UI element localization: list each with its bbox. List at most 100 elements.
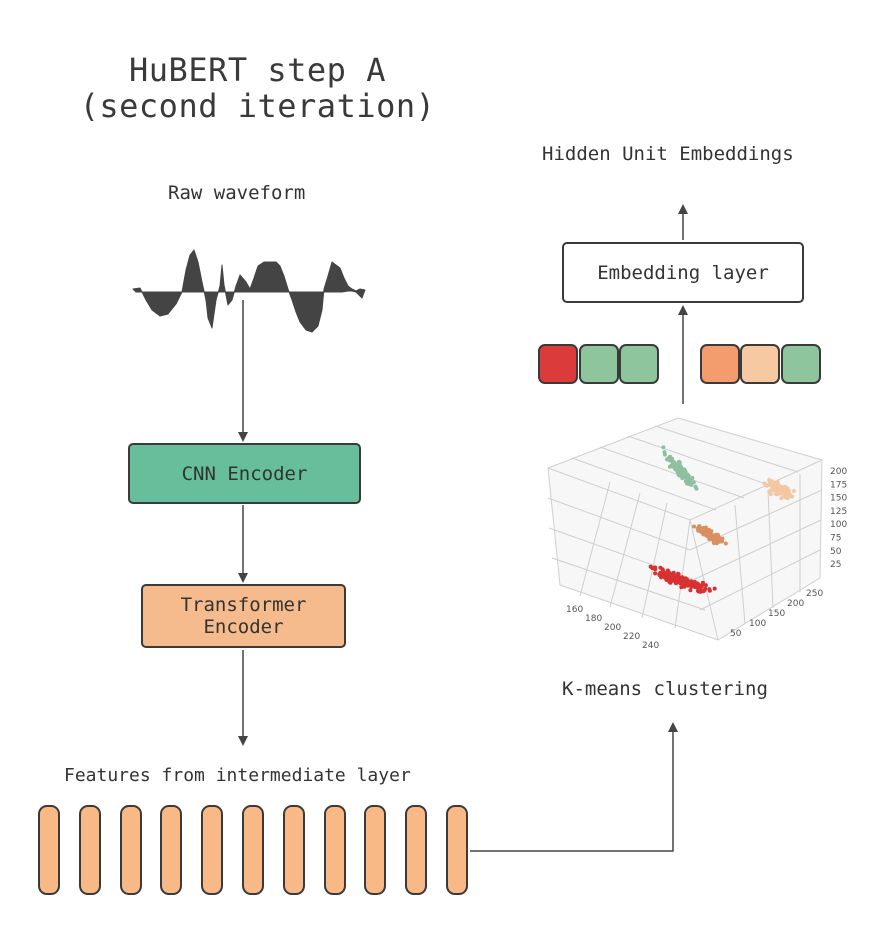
cluster-point	[680, 575, 684, 580]
cluster-point	[707, 587, 712, 592]
unit-token-peach	[740, 344, 780, 384]
z-tick-label: 100	[830, 520, 847, 530]
y-tick-label: 150	[768, 609, 785, 619]
kmeans-label: K-means clustering	[562, 678, 768, 700]
cluster-point	[700, 580, 705, 585]
cluster-point	[661, 445, 666, 450]
plot-tick-labels: 2001751501251007550251601802002202402502…	[566, 467, 847, 651]
cluster-point	[773, 491, 778, 496]
cluster-point	[720, 536, 725, 541]
cluster-point	[768, 482, 772, 487]
cluster-points	[648, 445, 796, 594]
cnn-encoder-label: CNN Encoder	[181, 462, 308, 485]
cluster-point	[660, 571, 665, 576]
cluster-point	[668, 571, 672, 576]
unit-token-light-green	[781, 344, 821, 384]
cluster-point	[786, 488, 791, 493]
x-tick-label: 180	[585, 614, 602, 624]
features-label: Features from intermediate layer	[64, 765, 411, 786]
cluster-point	[783, 484, 788, 489]
transformer-label-line-2: Encoder	[203, 616, 284, 638]
cluster-point	[780, 491, 784, 496]
title-line-2: (second iteration)	[79, 87, 436, 125]
x-tick-label: 240	[642, 641, 659, 651]
cluster-point	[770, 479, 775, 484]
cluster-point	[702, 587, 707, 592]
feature-vector	[282, 805, 305, 895]
cluster-point	[791, 489, 796, 493]
cluster-point	[692, 524, 696, 529]
z-tick-label: 150	[830, 494, 847, 504]
cluster-point	[677, 459, 681, 464]
cluster-point	[685, 478, 690, 483]
feature-vector	[119, 805, 142, 895]
hidden-unit-embeddings-label: Hidden Unit Embeddings	[542, 143, 794, 165]
y-tick-label: 250	[806, 589, 823, 599]
feature-vector	[38, 805, 60, 895]
z-tick-label: 50	[830, 547, 842, 557]
cluster-point	[653, 571, 658, 576]
cluster-point	[775, 480, 780, 485]
z-tick-label: 175	[830, 480, 847, 490]
cluster-point	[685, 473, 690, 478]
z-tick-label: 75	[830, 534, 841, 544]
unit-token-light-green	[619, 344, 659, 384]
feature-vector	[78, 805, 101, 895]
cluster-point	[668, 464, 673, 469]
arrow-features-to-kmeans	[470, 722, 678, 852]
cluster-point	[692, 579, 697, 584]
transformer-label-line-1: Transformer	[180, 594, 307, 616]
waveform-shape	[132, 249, 366, 333]
cluster-point	[702, 530, 707, 535]
cluster-point	[667, 457, 672, 462]
cluster-point	[681, 584, 686, 589]
cluster-point	[668, 579, 673, 583]
cluster-point	[772, 486, 777, 491]
cnn-encoder-box: CNN Encoder	[128, 443, 361, 504]
cluster-point	[705, 532, 710, 537]
cluster-point	[699, 584, 704, 589]
diagram-title: HuBERT step A (second iteration)	[40, 52, 475, 124]
cluster-point	[783, 495, 788, 500]
cluster-point	[679, 469, 684, 474]
cluster-point	[790, 494, 795, 499]
cluster-point	[714, 541, 719, 546]
unit-token-red	[538, 344, 578, 384]
feature-vector	[405, 805, 428, 895]
cluster-point	[675, 577, 679, 582]
feature-vector	[201, 805, 224, 895]
cluster-point	[648, 564, 653, 569]
transformer-encoder-box: Transformer Encoder	[141, 584, 346, 648]
cluster-point	[697, 525, 702, 530]
cluster-point	[723, 541, 728, 546]
cluster-point	[716, 537, 720, 542]
title-line-1: HuBERT step A	[129, 51, 386, 89]
cluster-point	[762, 481, 767, 486]
unit-token-salmon	[700, 344, 740, 384]
y-tick-label: 200	[787, 599, 804, 609]
cluster-point	[694, 486, 699, 491]
z-tick-label: 25	[830, 560, 841, 570]
kmeans-3d-plot	[547, 417, 823, 641]
cluster-point	[787, 492, 792, 496]
feature-vector	[160, 805, 183, 895]
cluster-point	[768, 488, 773, 493]
x-tick-label: 160	[566, 605, 583, 615]
unit-token-light-green	[579, 344, 619, 384]
cluster-point	[671, 572, 676, 577]
x-tick-label: 220	[623, 632, 640, 642]
feature-vector	[323, 805, 346, 895]
cluster-point	[779, 496, 784, 501]
cluster-point	[691, 584, 696, 589]
cluster-point	[686, 581, 690, 586]
embedding-layer-box: Embedding layer	[562, 242, 804, 303]
cluster-point	[674, 464, 679, 469]
cluster-point	[703, 583, 708, 588]
cluster-point	[664, 577, 669, 582]
cluster-point	[675, 573, 680, 577]
cluster-point	[665, 568, 670, 573]
y-tick-label: 100	[749, 619, 766, 629]
cluster-point	[658, 565, 663, 570]
cluster-point	[712, 586, 717, 591]
